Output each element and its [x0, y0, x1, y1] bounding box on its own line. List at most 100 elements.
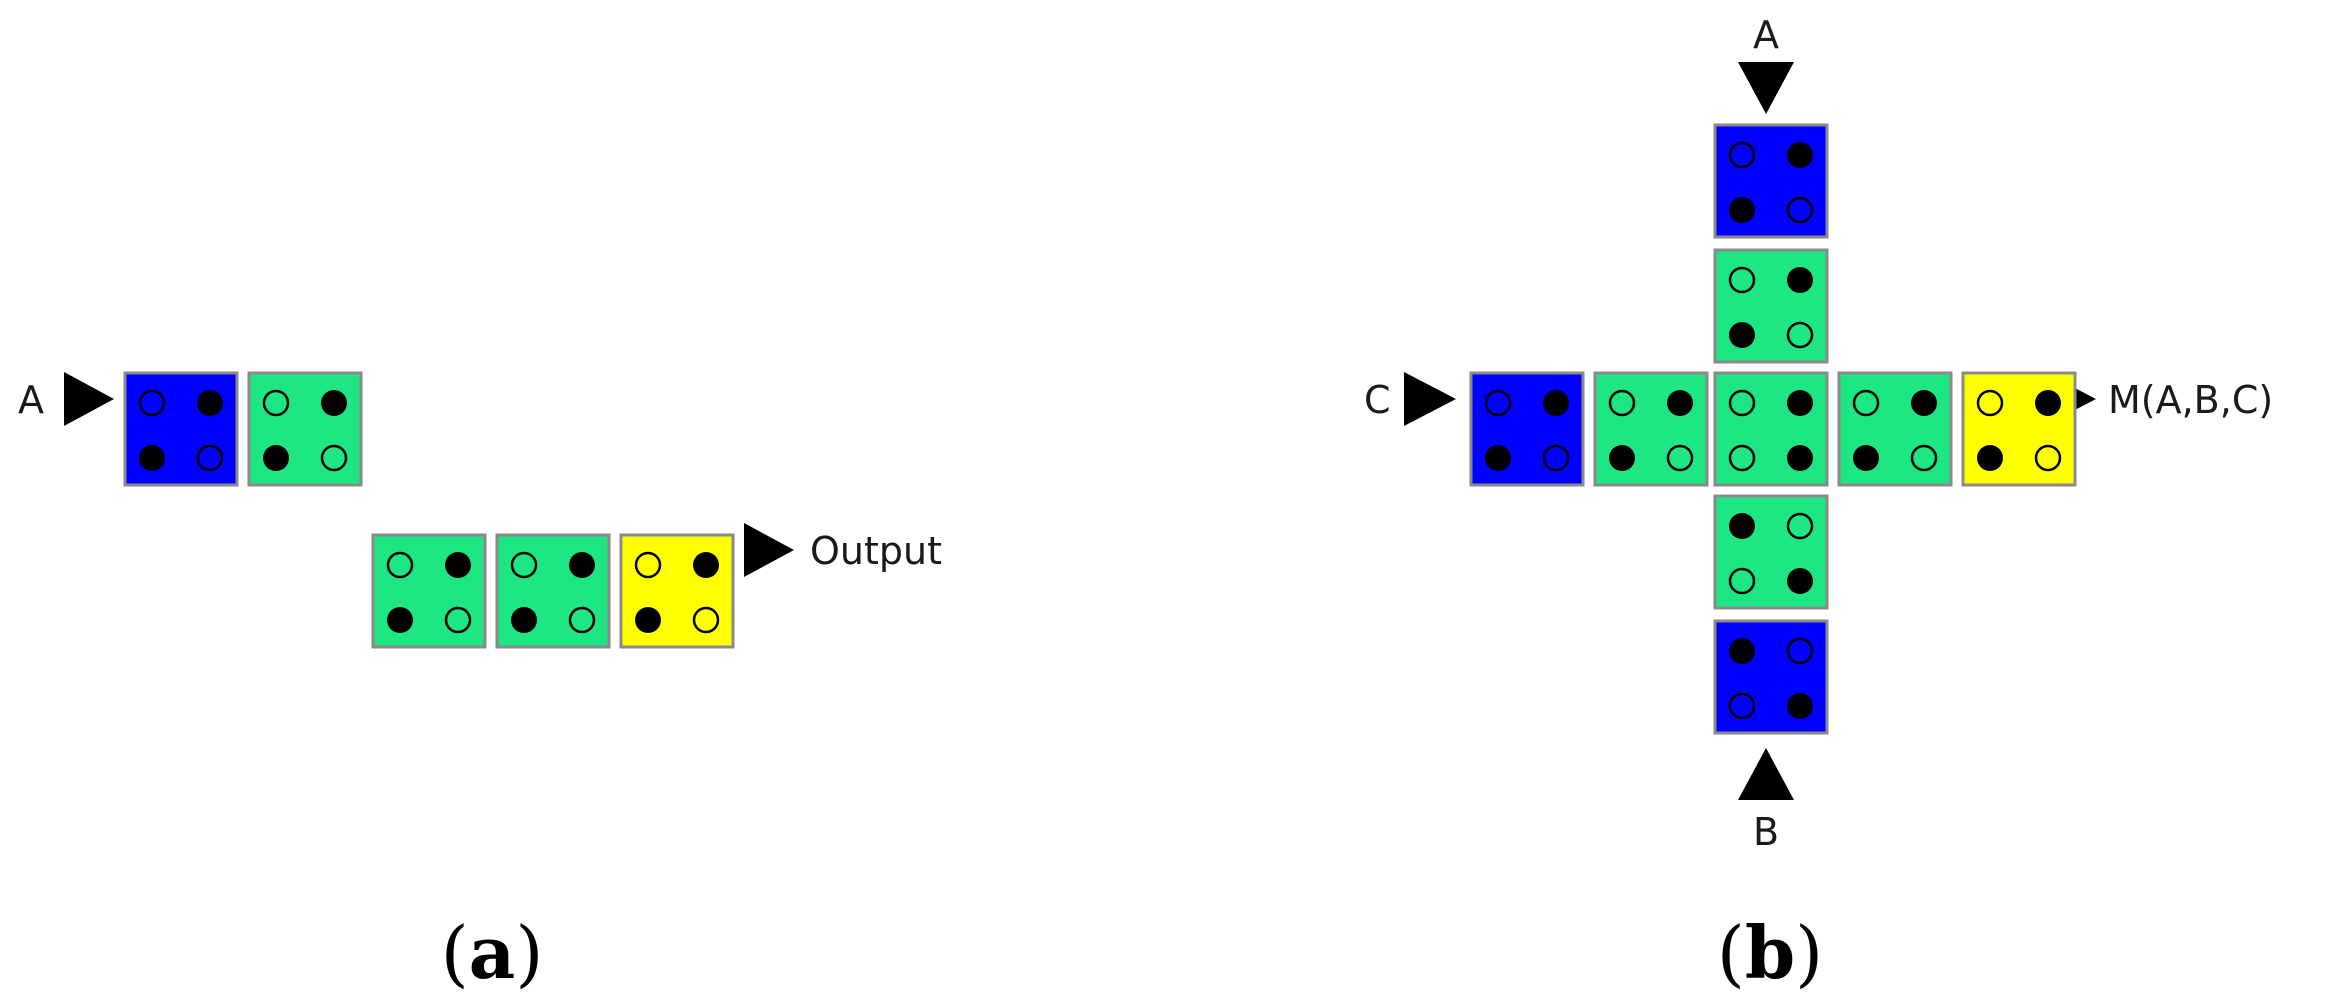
open-dot	[1728, 141, 1756, 169]
filled-dot	[1729, 197, 1755, 223]
panel-b-cell-5	[1713, 371, 1829, 487]
panel-a-cell-1	[123, 371, 239, 487]
panel-b-cell-6-body	[1837, 371, 1953, 487]
open-dot	[1910, 444, 1938, 472]
panel-b-cell-8-body	[1713, 494, 1829, 610]
open-dot	[1484, 389, 1512, 417]
filled-dot	[693, 552, 719, 578]
panel-b-input-c-label: C	[1364, 378, 1391, 422]
panel-a-cell-4	[495, 533, 611, 649]
open-dot	[1976, 389, 2004, 417]
panel-a-cell-4-body	[495, 533, 611, 649]
filled-dot	[1787, 568, 1813, 594]
panel-a-output-arrow	[744, 523, 794, 577]
panel-a-caption: (a)	[441, 910, 544, 995]
open-dot	[568, 606, 596, 634]
filled-dot	[635, 607, 661, 633]
panel-b-cell-3-body	[1469, 371, 1585, 487]
panel-b-cell-9	[1713, 619, 1829, 735]
panel-a-cell-3-body	[371, 533, 487, 649]
filled-dot	[1853, 445, 1879, 471]
panel-b-cell-4	[1593, 371, 1709, 487]
open-dot	[444, 606, 472, 634]
panel-b-cells	[1469, 123, 2077, 735]
filled-dot	[1729, 638, 1755, 664]
panel-b-cell-6	[1837, 371, 1953, 487]
open-dot	[1728, 389, 1756, 417]
filled-dot	[1667, 390, 1693, 416]
panel-b-cell-7	[1961, 371, 2077, 487]
filled-dot	[1543, 390, 1569, 416]
panel-b-input-b-label: B	[1753, 810, 1779, 854]
open-dot	[320, 444, 348, 472]
panel-a-input-arrow	[64, 372, 114, 426]
panel-b-caption: (b)	[1717, 910, 1824, 995]
panel-b-cell-9-body	[1713, 619, 1829, 735]
panel-b-cell-1	[1713, 123, 1829, 239]
open-dot	[1852, 389, 1880, 417]
open-dot	[1666, 444, 1694, 472]
panel-a-caption-letter: a	[469, 910, 516, 995]
filled-dot	[1609, 445, 1635, 471]
filled-dot	[1787, 390, 1813, 416]
panel-b-cell-8	[1713, 494, 1829, 610]
filled-dot	[387, 607, 413, 633]
panel-b-input-a-arrow	[1738, 62, 1794, 114]
panel-a-cell-5-body	[619, 533, 735, 649]
filled-dot	[1787, 267, 1813, 293]
open-dot	[692, 606, 720, 634]
panel-b-cell-2-body	[1713, 248, 1829, 364]
open-dot	[2034, 444, 2062, 472]
open-dot	[1728, 692, 1756, 720]
panel-b-cell-7-body	[1961, 371, 2077, 487]
panel-b: A B C M(A,B,C) (b)	[1364, 13, 2273, 995]
filled-dot	[1911, 390, 1937, 416]
filled-dot	[139, 445, 165, 471]
panel-a-cell-1-body	[123, 371, 239, 487]
open-dot	[1786, 196, 1814, 224]
open-dot	[138, 389, 166, 417]
panel-a-cell-5	[619, 533, 735, 649]
panel-b-input-b-arrow	[1738, 748, 1794, 800]
panel-b-cell-4-body	[1593, 371, 1709, 487]
panel-b-input-c-arrow	[1404, 372, 1456, 426]
panel-a-cell-2	[247, 371, 363, 487]
filled-dot	[1787, 693, 1813, 719]
panel-a-cell-3	[371, 533, 487, 649]
open-dot	[196, 444, 224, 472]
open-dot	[510, 551, 538, 579]
open-dot	[1786, 637, 1814, 665]
open-dot	[1728, 266, 1756, 294]
filled-dot	[1787, 142, 1813, 168]
panel-a-output-label: Output	[810, 529, 942, 573]
filled-dot	[445, 552, 471, 578]
panel-b-cell-1-body	[1713, 123, 1829, 239]
panel-a: A Output (a)	[18, 371, 942, 995]
panel-b-caption-letter: b	[1745, 910, 1795, 995]
filled-dot	[569, 552, 595, 578]
filled-dot	[1787, 445, 1813, 471]
open-dot	[1608, 389, 1636, 417]
filled-dot	[197, 390, 223, 416]
panel-a-cells	[123, 371, 735, 649]
panel-b-cell-3	[1469, 371, 1585, 487]
panel-a-cell-2-body	[247, 371, 363, 487]
filled-dot	[511, 607, 537, 633]
filled-dot	[263, 445, 289, 471]
panel-b-output-label: M(A,B,C)	[2108, 378, 2273, 422]
panel-b-input-a-label: A	[1753, 13, 1779, 57]
filled-dot	[1485, 445, 1511, 471]
panel-b-cell-5-body	[1713, 371, 1829, 487]
filled-dot	[1729, 322, 1755, 348]
panel-b-cell-2	[1713, 248, 1829, 364]
open-dot	[1786, 321, 1814, 349]
open-dot	[386, 551, 414, 579]
filled-dot	[1977, 445, 2003, 471]
open-dot	[1542, 444, 1570, 472]
filled-dot	[2035, 390, 2061, 416]
open-dot	[1728, 444, 1756, 472]
panel-a-input-label: A	[18, 378, 44, 422]
filled-dot	[1729, 513, 1755, 539]
open-dot	[262, 389, 290, 417]
